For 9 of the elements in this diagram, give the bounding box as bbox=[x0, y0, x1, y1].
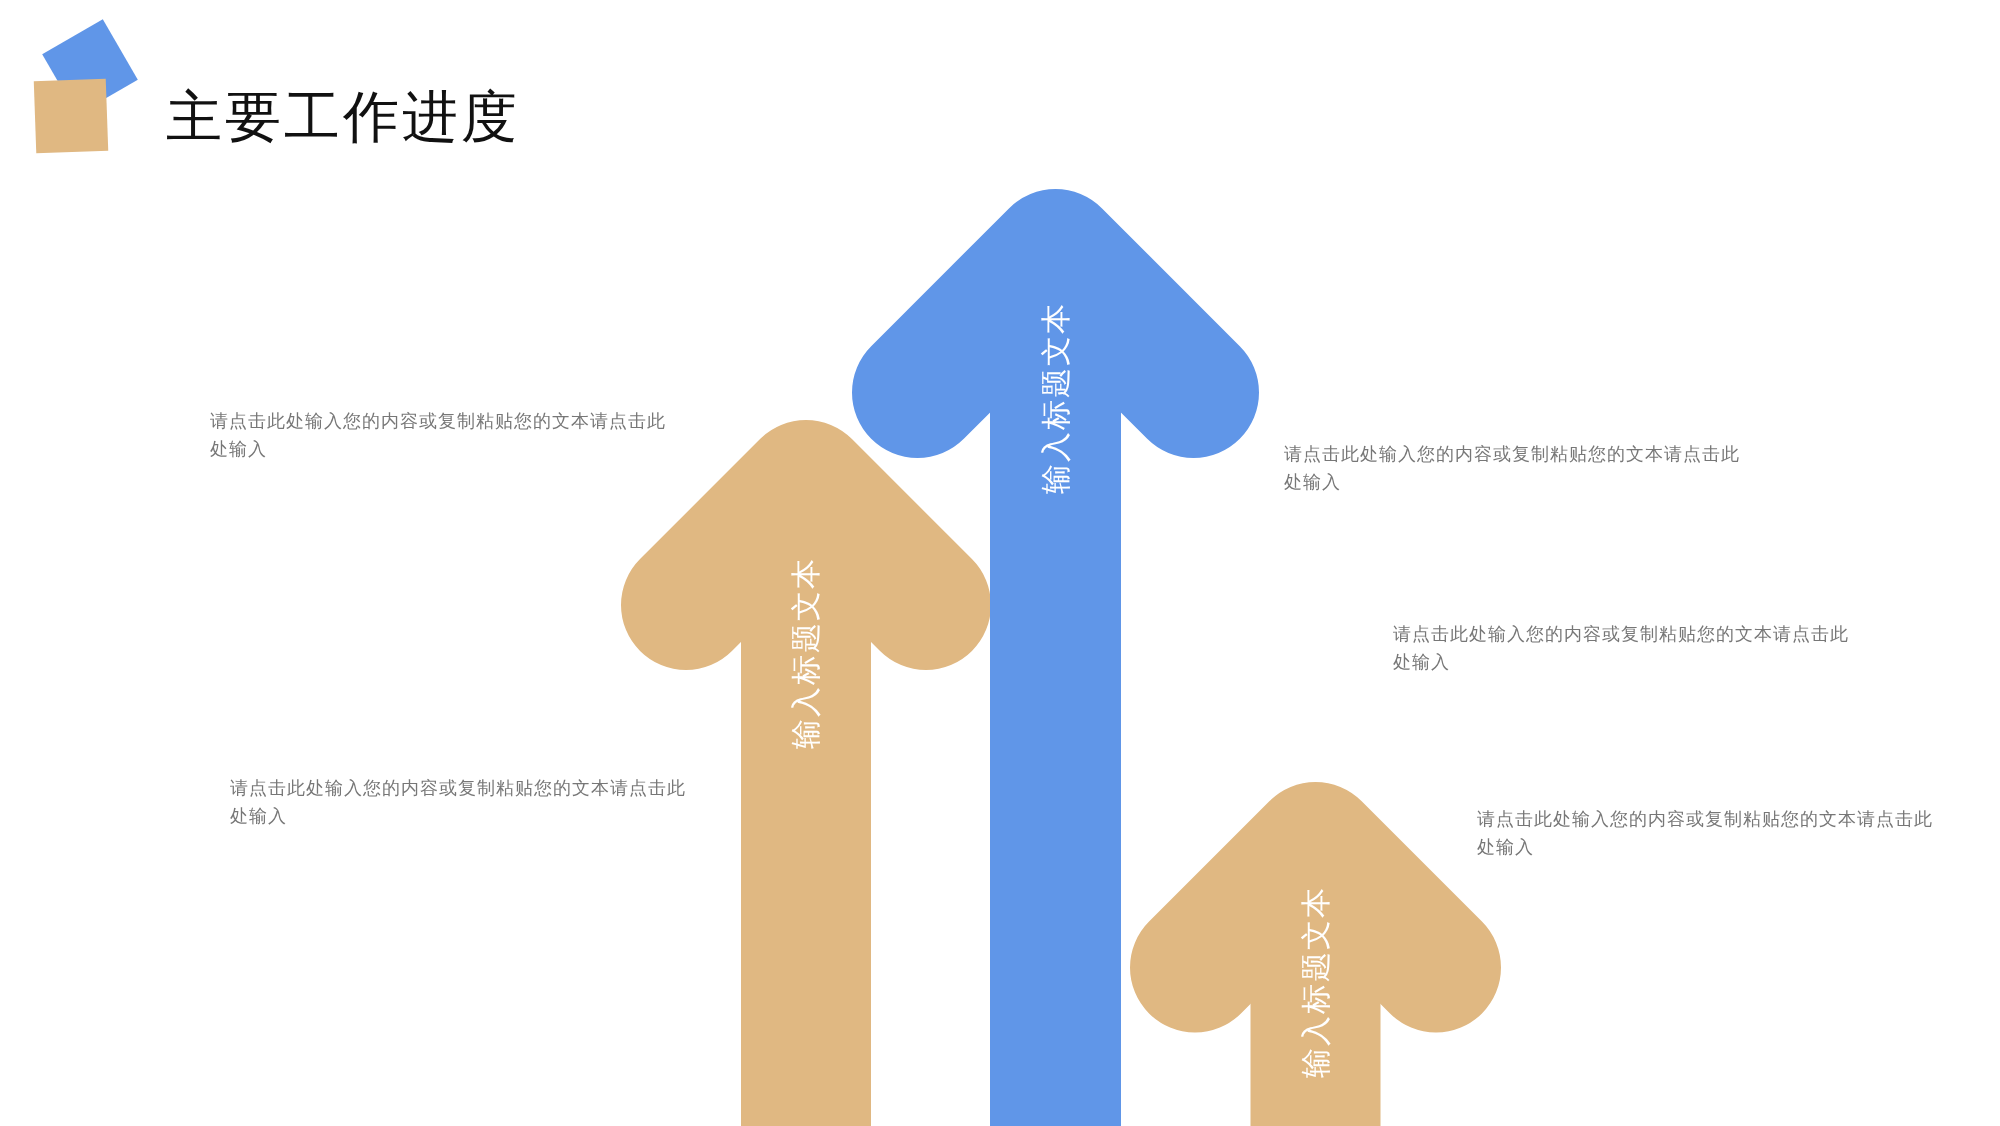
arrow-title: 输入标题文本 bbox=[786, 557, 824, 749]
description-text: 请点击此处输入您的内容或复制粘贴您的文本请点击此处输入 bbox=[1393, 622, 1850, 674]
description-text: 请点击此处输入您的内容或复制粘贴您的文本请点击此处输入 bbox=[1477, 807, 1934, 859]
arrow-title: 输入标题文本 bbox=[1296, 886, 1333, 1078]
arrow-title: 输入标题文本 bbox=[1036, 302, 1073, 494]
slide-title: 主要工作进度 bbox=[166, 83, 520, 151]
description-text: 请点击此处输入您的内容或复制粘贴您的文本请点击此处输入 bbox=[210, 409, 667, 461]
description-text: 请点击此处输入您的内容或复制粘贴您的文本请点击此处输入 bbox=[1284, 442, 1741, 494]
description-text: 请点击此处输入您的内容或复制粘贴您的文本请点击此处输入 bbox=[230, 776, 687, 828]
